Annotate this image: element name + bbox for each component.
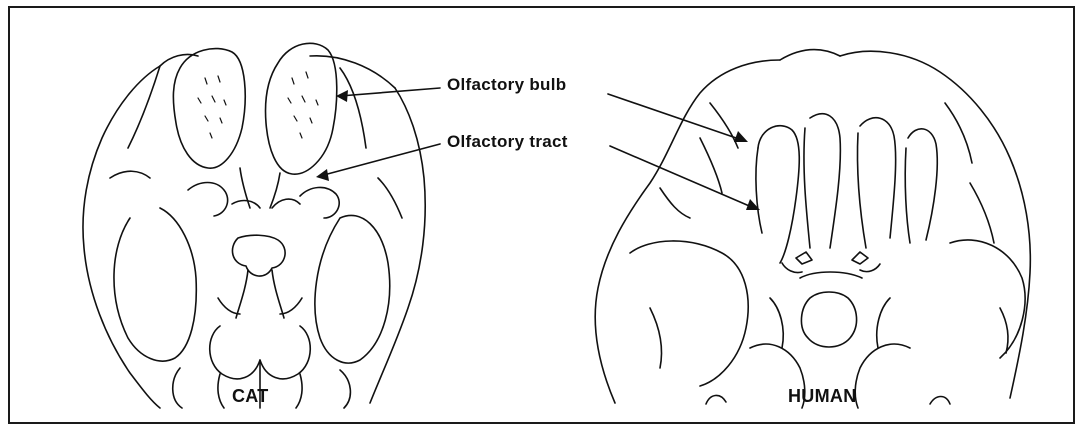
olfactory-bulb-label: Olfactory bulb <box>447 75 566 95</box>
cat-brain <box>83 43 425 408</box>
olfactory-tract-label: Olfactory tract <box>447 132 568 152</box>
cat-label: CAT <box>232 386 269 407</box>
cat-olfactory-bulb-left <box>173 49 245 169</box>
cat-olfactory-bulb-right <box>266 43 337 174</box>
human-brain <box>595 50 1030 408</box>
brain-drawings <box>10 8 1077 426</box>
human-olfactory-bulb-right <box>908 129 937 240</box>
figure-frame: Olfactory bulb Olfactory tract CAT HUMAN <box>8 6 1075 424</box>
human-label: HUMAN <box>788 386 857 407</box>
human-olfactory-bulb-left <box>758 126 799 263</box>
